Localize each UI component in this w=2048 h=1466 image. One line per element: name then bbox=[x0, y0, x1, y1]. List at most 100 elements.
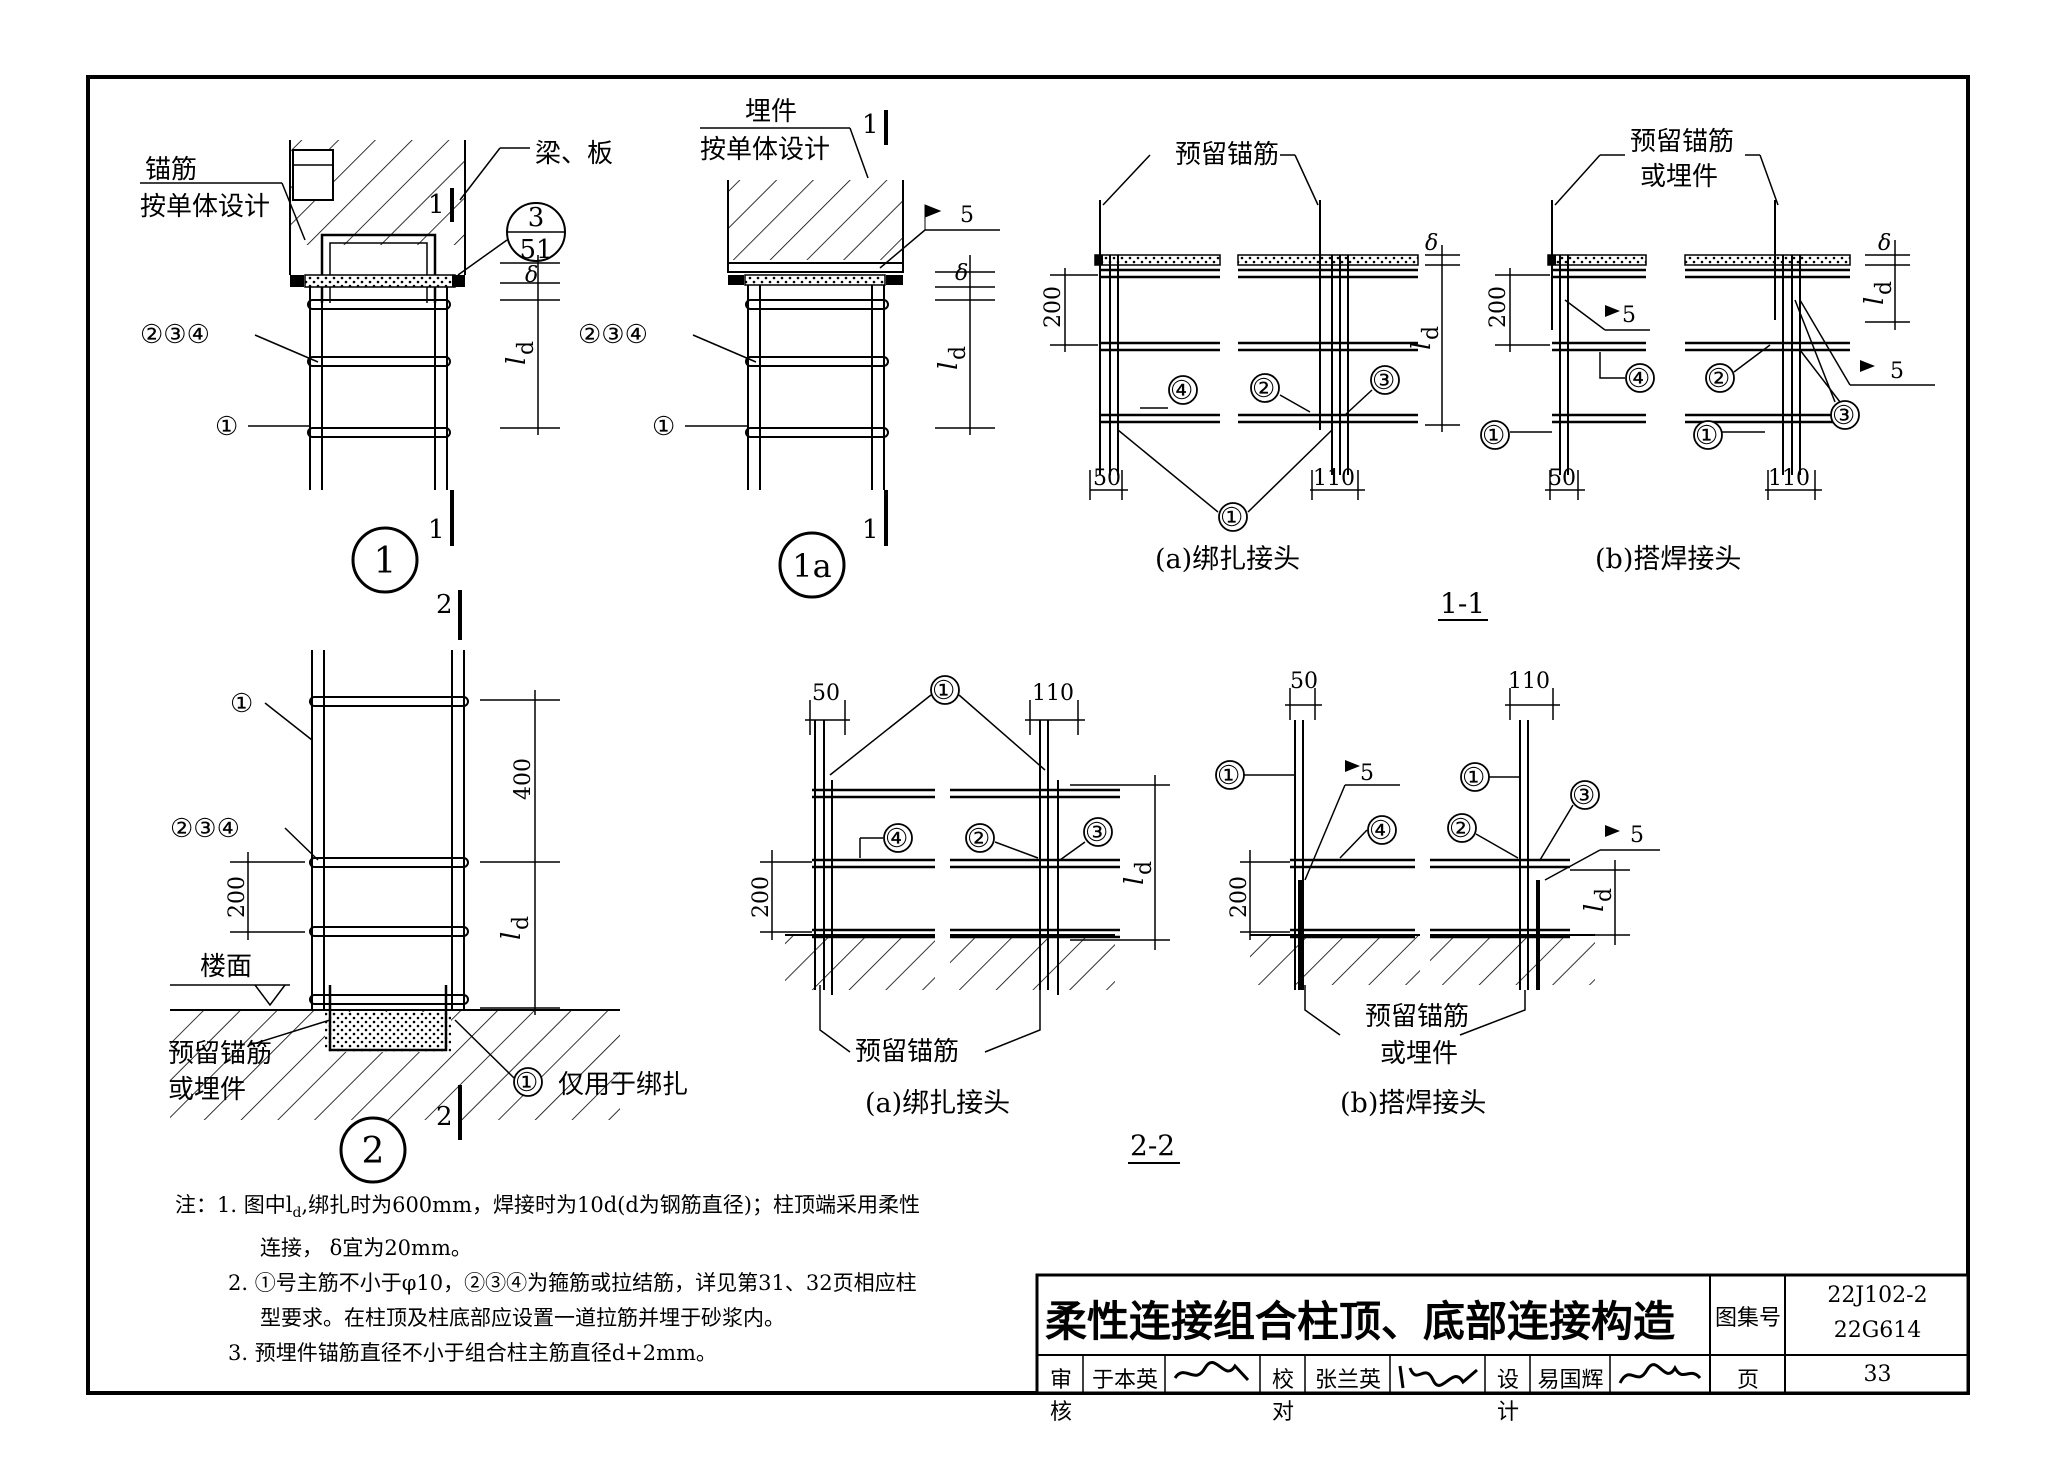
section-2-2-b: 50 110 ① ① ④ ② ③ 5 5 200 bbox=[1128, 669, 1660, 1164]
page-number: 33 bbox=[1863, 1362, 1892, 1387]
detail2-number: 2 bbox=[362, 1131, 385, 1172]
section2-a-dim-50: 50 bbox=[812, 681, 840, 706]
detail1a-rebar-1: ① bbox=[652, 412, 675, 442]
section1-b-label-1: 预留锚筋 bbox=[1630, 127, 1734, 157]
section1-a-rebar-3: ③ bbox=[1372, 366, 1395, 396]
svg-text:d: d bbox=[1132, 861, 1157, 875]
page-label: 页 bbox=[1736, 1368, 1759, 1393]
svg-text:④: ④ bbox=[885, 824, 908, 854]
svg-text:③: ③ bbox=[1572, 781, 1595, 811]
section2-caption-b: (b)搭焊接头 bbox=[1340, 1088, 1486, 1119]
drawing-title: 柔性连接组合柱顶、底部连接构造 bbox=[1045, 1297, 1676, 1346]
svg-text:①: ① bbox=[1217, 761, 1240, 791]
svg-text:②: ② bbox=[1707, 364, 1730, 394]
svg-text:②: ② bbox=[967, 824, 990, 854]
detail2-dim-400: 400 bbox=[511, 758, 536, 800]
notes-prefix: 注： bbox=[175, 1193, 217, 1217]
svg-text:200: 200 bbox=[1486, 286, 1511, 328]
section1-caption-a: (a)绑扎接头 bbox=[1155, 544, 1300, 575]
detail1a-number: 1a bbox=[792, 547, 831, 585]
atlas-number-2: 22G614 bbox=[1833, 1318, 1922, 1343]
svg-text:l: l bbox=[934, 362, 964, 370]
svg-text:①: ① bbox=[515, 1068, 538, 1098]
note-1-part-a: 1. 图中l bbox=[217, 1193, 293, 1217]
detail2-rebar-234: ②③④ bbox=[170, 814, 240, 844]
checker-signature bbox=[1398, 1365, 1478, 1389]
detail1-ref-top: 3 bbox=[528, 203, 545, 233]
section1-a-dim-200: 200 bbox=[1041, 286, 1066, 328]
section1-caption-b: (b)搭焊接头 bbox=[1595, 544, 1741, 575]
section1-b-label-2: 或埋件 bbox=[1640, 162, 1718, 192]
check-label: 校对 bbox=[1271, 1368, 1294, 1425]
detail1-anchor-label-2: 按单体设计 bbox=[140, 192, 270, 222]
section2-b-dim-200: 200 bbox=[1227, 876, 1252, 918]
detail2-dim-200: 200 bbox=[225, 876, 250, 918]
detail1-rebar-234: ②③④ bbox=[140, 320, 210, 350]
note-1: 注：1. 图中ld,绑扎时为600mm，焊接时为10d(d为钢筋直径)；柱顶端采… bbox=[175, 1188, 1035, 1231]
svg-text:l: l bbox=[1860, 297, 1890, 305]
detail-2: ① ②③④ 400 l d 200 楼面 预留锚筋 或埋件 ① 仅用于绑扎 2 … bbox=[168, 590, 688, 1184]
detail1a-cut-mark: 1 bbox=[862, 110, 879, 140]
detail1-delta: δ bbox=[525, 263, 538, 288]
detail1a-rebar-234: ②③④ bbox=[578, 320, 648, 350]
svg-text:5: 5 bbox=[1360, 761, 1374, 786]
svg-text:50: 50 bbox=[1290, 669, 1318, 694]
svg-text:d: d bbox=[1872, 281, 1897, 295]
designer-name: 易国辉 bbox=[1537, 1368, 1604, 1393]
note-2-cont: 型要求。在柱顶及柱底部应设置一道拉筋并埋于砂浆内。 bbox=[260, 1306, 785, 1331]
section1-a-dim-50: 50 bbox=[1093, 466, 1121, 491]
svg-text:l: l bbox=[1120, 877, 1150, 885]
review-label: 审核 bbox=[1049, 1368, 1072, 1425]
svg-text:d: d bbox=[1419, 326, 1444, 340]
section2-a-label: 预留锚筋 bbox=[855, 1037, 959, 1067]
detail2-floor-label: 楼面 bbox=[200, 952, 252, 982]
atlas-number-1: 22J102-2 bbox=[1827, 1283, 1928, 1308]
detail1-anchor-label-1: 锚筋 bbox=[145, 155, 197, 185]
svg-text:δ: δ bbox=[1878, 231, 1891, 256]
reviewer-name: 于本英 bbox=[1091, 1368, 1158, 1393]
note-1-cont: 连接， δ宜为20mm。 bbox=[260, 1236, 472, 1261]
note-1-sub: d bbox=[292, 1205, 302, 1222]
detail2-cut-mark: 2 bbox=[436, 590, 453, 620]
section1-a-dim-110: 110 bbox=[1313, 466, 1355, 491]
detail1a-weld-size: 5 bbox=[960, 203, 974, 228]
detail1-ld-sub: d bbox=[514, 341, 539, 355]
design-label: 设计 bbox=[1496, 1368, 1519, 1425]
detail1a-embed-label-2: 按单体设计 bbox=[700, 135, 830, 165]
detail1-number: 1 bbox=[374, 541, 397, 582]
note-2: 2. ①号主筋不小于φ10，②③④为箍筋或拉结筋，详见第31、32页相应柱 bbox=[228, 1271, 917, 1296]
svg-text:200: 200 bbox=[749, 876, 774, 918]
section2-b-label-2: 或埋件 bbox=[1380, 1039, 1458, 1069]
detail1-beam-label: 梁、板 bbox=[535, 139, 613, 169]
detail1a-cut-mark-bottom: 1 bbox=[862, 515, 879, 545]
section1-a-label: 预留锚筋 bbox=[1175, 140, 1279, 170]
section1-title: 1-1 bbox=[1440, 587, 1485, 620]
detail1-ref-bottom: 51 bbox=[519, 235, 552, 265]
detail1-rebar-1: ① bbox=[215, 412, 238, 442]
detail2-rebar-1: ① bbox=[230, 689, 253, 719]
section2-b-weld-size: 5 bbox=[1630, 823, 1644, 848]
svg-text:①: ① bbox=[1695, 421, 1718, 451]
section2-caption-a: (a)绑扎接头 bbox=[865, 1088, 1010, 1119]
designer-signature bbox=[1618, 1363, 1702, 1384]
svg-text:①: ① bbox=[1462, 763, 1485, 793]
svg-text:④: ④ bbox=[1627, 364, 1650, 394]
detail-1a: 埋件 按单体设计 1 1 5 δ l d ②③④ ① 1a bbox=[578, 97, 1000, 599]
title-block bbox=[1035, 1273, 1970, 1395]
notes: 注：1. 图中ld,绑扎时为600mm，焊接时为10d(d为钢筋直径)；柱顶端采… bbox=[175, 1188, 1035, 1371]
svg-text:l: l bbox=[1407, 342, 1437, 350]
svg-text:110: 110 bbox=[1508, 669, 1550, 694]
detail1-cut-mark: 1 bbox=[428, 190, 445, 220]
detail-1: 锚筋 按单体设计 梁、板 1 1 3 51 δ l d ②③④ ① bbox=[140, 139, 613, 594]
note-3: 3. 预埋件锚筋直径不小于组合柱主筋直径d+2mm。 bbox=[228, 1341, 717, 1366]
detail1-cut-mark-bottom: 1 bbox=[428, 515, 445, 545]
svg-text:l: l bbox=[497, 932, 527, 940]
checker-name: 张兰英 bbox=[1314, 1368, 1381, 1393]
svg-text:d: d bbox=[1592, 888, 1617, 902]
detail1a-embed-label-1: 埋件 bbox=[745, 97, 797, 127]
section1-a-rebar-1: ① bbox=[1220, 503, 1243, 533]
detail1-ld: l bbox=[502, 357, 532, 365]
section1-a-rebar-2: ② bbox=[1252, 374, 1275, 404]
svg-text:50: 50 bbox=[1548, 466, 1576, 491]
